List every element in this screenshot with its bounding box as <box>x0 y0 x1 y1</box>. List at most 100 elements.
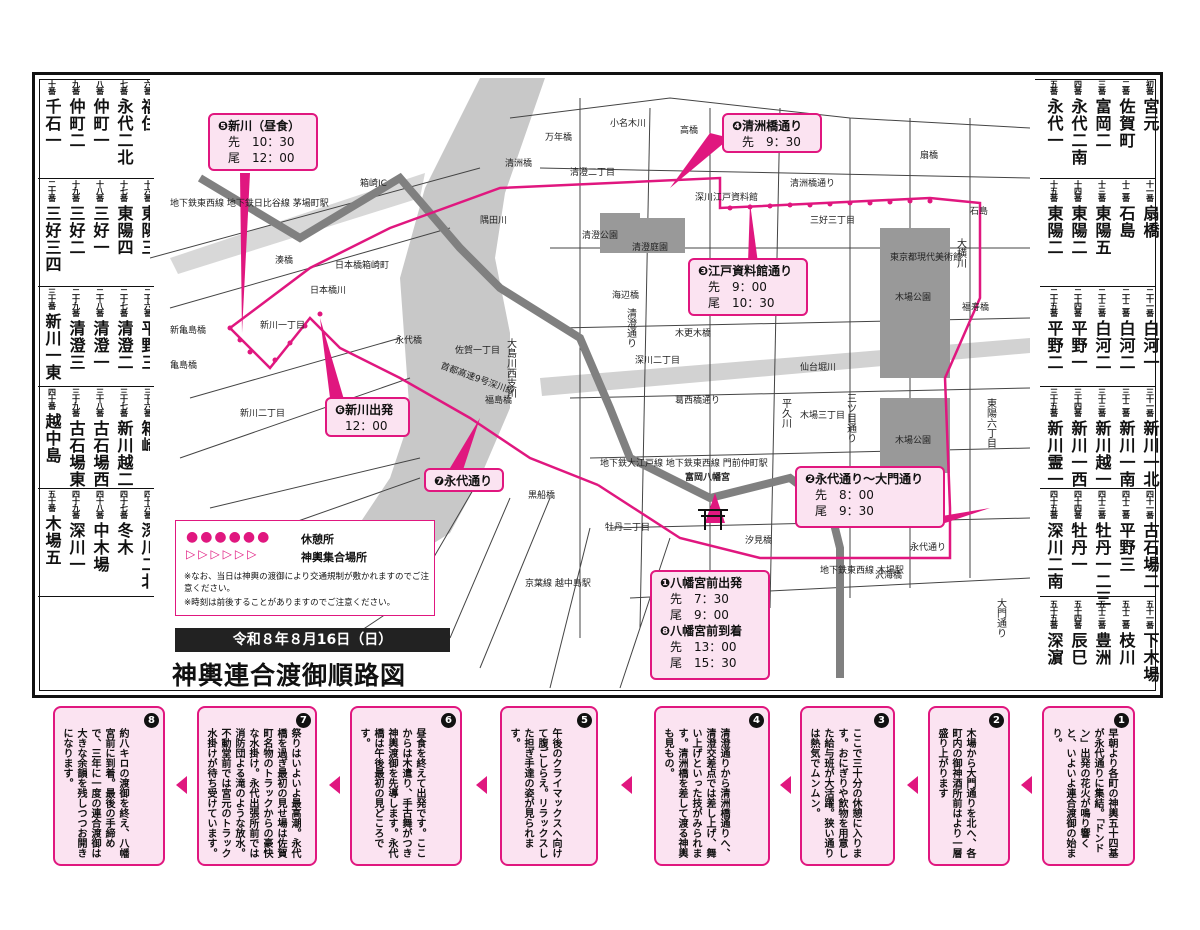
svg-text:深川二丁目: 深川二丁目 <box>635 355 680 366</box>
left-order-7: 十七番東陽四 <box>112 180 135 256</box>
order-name: 新川一東 <box>42 313 62 381</box>
kiba-park <box>880 228 950 378</box>
callout-pointers <box>240 133 990 528</box>
order-name: 永代一 <box>1044 98 1064 149</box>
order-name: 平野二 <box>1044 320 1064 371</box>
svg-text:清洲橋: 清洲橋 <box>505 157 532 169</box>
right-order-30: 五十五番深濵 <box>1042 600 1065 666</box>
step-arrow-icon <box>780 776 791 794</box>
order-number: 二番 <box>1121 80 1131 94</box>
step-text: 祭りはいよいよ最高潮。永代橋を過ぎ最初の見せ場は佐賀町名物のトラックからの豪快な… <box>205 728 300 858</box>
order-number: 四十七番 <box>119 490 129 518</box>
svg-text:高橋: 高橋 <box>680 124 698 136</box>
order-number: 二十九番 <box>71 288 81 316</box>
right-order-17: 三十二番新川一南 <box>1114 388 1137 488</box>
right-order-7: 十二番石島 <box>1114 180 1137 239</box>
right-order-10: 十五番東陽二 <box>1042 180 1065 256</box>
order-name: 仲町二 <box>66 98 86 149</box>
right-order-21: 四十一番古石場二 <box>1138 490 1161 590</box>
right-order-29: 五十四番辰巳 <box>1066 600 1089 666</box>
right-order-16: 三十一番新川一北 <box>1138 388 1161 488</box>
order-name: 富岡二 <box>1092 98 1112 149</box>
step-text: 約八キロの渡御を終え、八幡宮前に到着。最後の手締めで、三年に一度の連合渡御は大き… <box>61 728 128 858</box>
left-order-9: 十九番三好二 <box>64 180 87 256</box>
step-text: 木場から大門通りを北へ、各町内の御神酒所前はより一層盛り上がります <box>936 728 975 858</box>
date-banner: 令和８年８月16日（日） <box>175 628 450 652</box>
right-order-9: 十四番東陽二 <box>1066 180 1089 256</box>
right-order-23: 四十三番牡丹一二三 <box>1090 490 1113 607</box>
right-order-5: 五番永代一 <box>1042 80 1065 149</box>
legend: ●●●●●● 休憩所 ▷▷▷▷▷▷ 神輿集合場所 ※なお、当日は神輿の渡御により… <box>175 520 435 616</box>
right-order-8: 十三番東陽五 <box>1090 180 1113 256</box>
order-name: 枝川 <box>1116 632 1136 666</box>
order-name: 深濵 <box>1044 632 1064 666</box>
left-order-17: 三十七番新川越二 <box>112 388 135 488</box>
svg-text:清澄二丁目: 清澄二丁目 <box>570 166 615 178</box>
order-number: 四十六番 <box>143 490 153 518</box>
right-order-6: 十一番扇橋 <box>1138 180 1161 239</box>
svg-text:沢海橋: 沢海橋 <box>875 569 902 581</box>
right-order-12: 二十二番白河二 <box>1114 288 1137 371</box>
order-number: 三十六番 <box>143 388 153 416</box>
callout-shinkawa-depart: ❻新川出発 12：00 <box>325 397 410 437</box>
order-name: 白河二 <box>1116 320 1136 371</box>
step-arrow-icon <box>906 776 918 794</box>
order-row-divider <box>1040 386 1156 387</box>
order-number: 十三番 <box>1097 180 1107 201</box>
order-name: 永代二南 <box>1068 98 1088 166</box>
svg-text:東京都現代美術館: 東京都現代美術館 <box>890 251 962 263</box>
order-name: 古石場二 <box>1140 522 1160 590</box>
right-order-28: 五十三番豊洲 <box>1090 600 1113 666</box>
right-order-13: 二十三番白河二 <box>1090 288 1113 371</box>
left-order-25: 五十番木場五 <box>40 490 63 566</box>
order-name: 牡丹一 <box>1068 522 1088 573</box>
right-order-11: 二十一番白河一 <box>1138 288 1161 371</box>
callout-shinkawa-lunch: ❺新川（昼食） 先 10：30 尾 12：00 <box>208 113 318 171</box>
svg-text:隅田川: 隅田川 <box>480 215 507 226</box>
order-number: 五十五番 <box>1049 600 1059 628</box>
order-number: 四十三番 <box>1097 490 1107 518</box>
order-name: 清澄二 <box>114 320 134 371</box>
right-order-3: 三番富岡二 <box>1090 80 1113 149</box>
order-number: 三十五番 <box>1049 388 1059 416</box>
svg-text:新川二丁目: 新川二丁目 <box>240 407 285 419</box>
order-number: 二十七番 <box>119 288 129 316</box>
svg-text:仙台堀川: 仙台堀川 <box>800 361 836 373</box>
svg-text:葛西橋通り: 葛西橋通り <box>675 394 720 406</box>
left-order-3: 八番仲町一 <box>88 80 111 149</box>
step-number-badge: 4 <box>749 713 764 728</box>
right-order-20: 三十五番新川霊一 <box>1042 388 1065 488</box>
left-order-20: 四十番越中島 <box>40 388 63 464</box>
step-text: 清澄通りから清洲橋通りへ、清澄交差点では差し上げ、舞い上げといった技がみられます… <box>662 728 729 858</box>
order-name: 東陽四 <box>114 205 134 256</box>
svg-text:東陽六丁目: 東陽六丁目 <box>985 397 997 448</box>
step-text: 昼食を終えて出発です。ここからは木遣り、手古舞がつき神輿渡御を先導します。永代橋… <box>358 728 425 858</box>
order-name: 仲町一 <box>90 98 110 149</box>
order-name: 扇橋 <box>1140 205 1160 239</box>
order-name: 辰巳 <box>1068 632 1088 666</box>
order-number: 三十三番 <box>1097 388 1107 416</box>
svg-text:地下鉄大江戸線 地下鉄東西線 門前仲町駅: 地下鉄大江戸線 地下鉄東西線 門前仲町駅 <box>600 457 768 469</box>
order-row-divider <box>38 596 154 597</box>
order-number: 十八番 <box>95 180 105 201</box>
order-number: 初番 <box>1145 80 1155 94</box>
left-order-4: 九番仲町二 <box>64 80 87 149</box>
order-number: 四十一番 <box>1145 490 1155 518</box>
svg-text:海辺橋: 海辺橋 <box>612 289 639 301</box>
order-number: 五十一番 <box>1145 600 1155 628</box>
step-number-badge: 3 <box>874 713 889 728</box>
order-number: 四十番 <box>47 388 57 409</box>
page-title: 神輿連合渡御順路図 <box>172 661 407 690</box>
left-order-15: 三十番新川一東 <box>40 288 63 381</box>
order-number: 三十四番 <box>1073 388 1083 416</box>
svg-text:日本橋川: 日本橋川 <box>310 284 346 296</box>
order-number: 六番 <box>143 80 153 94</box>
order-name: 三好一 <box>90 205 110 256</box>
right-order-19: 三十四番新川一西 <box>1066 388 1089 488</box>
route-map: 万年橋 小名木川 高橋 扇橋 石島 清洲橋 清澄二丁目 清洲橋通り 深川江戸資料… <box>150 78 1035 690</box>
right-order-26: 五十一番下木場 <box>1138 600 1161 683</box>
order-number: 四十五番 <box>1049 490 1059 518</box>
order-number: 五十三番 <box>1097 600 1107 628</box>
